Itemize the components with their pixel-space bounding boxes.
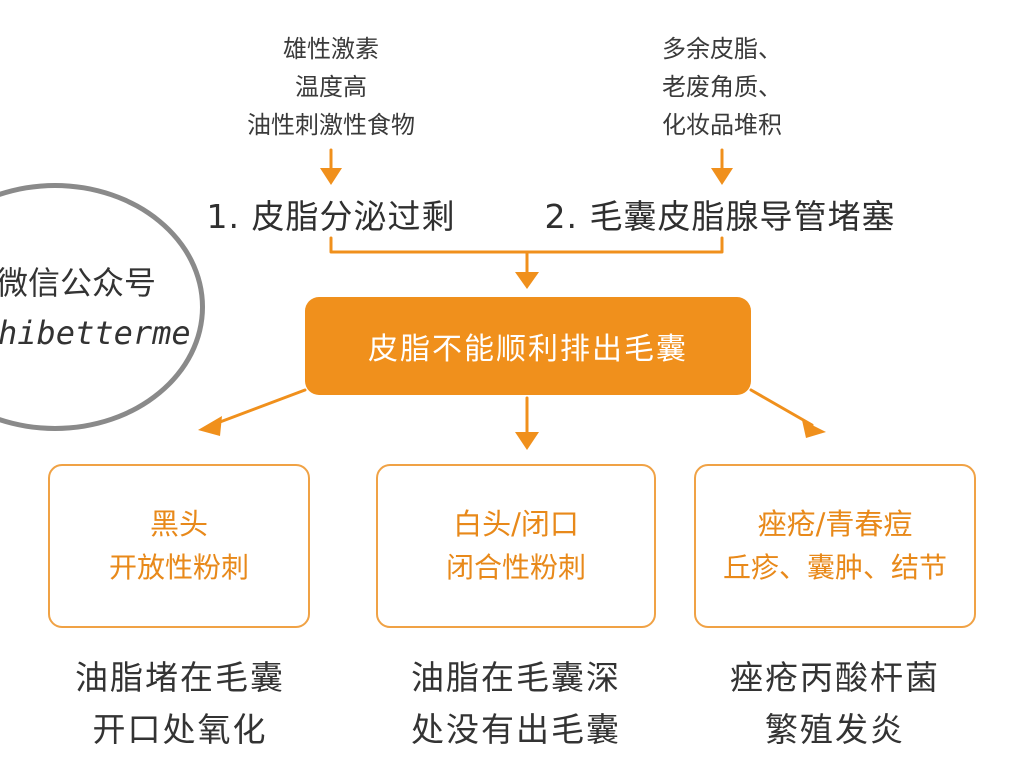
cause-bracket (329, 236, 724, 254)
arrowhead-outcome-right (802, 420, 826, 438)
outcome-desc-whitehead: 油脂在毛囊深 处没有出毛囊 (376, 652, 656, 756)
left-factor-2: 温度高 (295, 73, 367, 101)
outcome-title: 痤疮/青春痘 (757, 507, 913, 541)
right-factor-2: 老废角质、 (662, 73, 782, 101)
cause-title-right: 2. 毛囊皮脂腺导管堵塞 (544, 197, 896, 236)
desc-line: 处没有出毛囊 (411, 710, 621, 749)
arrowhead-outcome-middle (515, 432, 539, 450)
outcome-box-whitehead: 白头/闭口 闭合性粉刺 (376, 464, 656, 628)
arrowhead-left-factors (320, 168, 342, 185)
outcome-subtitle: 开放性粉刺 (108, 551, 249, 584)
outcome-title: 黑头 (149, 507, 208, 541)
arrowhead-to-central (515, 272, 539, 289)
outcome-desc-acne: 痤疮丙酸杆菌 繁殖发炎 (694, 652, 976, 756)
right-factor-1: 多余皮脂、 (662, 35, 782, 63)
arrow-to-outcome-left (210, 388, 307, 427)
desc-line: 油脂堵在毛囊 (75, 658, 285, 697)
left-factor-1: 雄性激素 (283, 35, 379, 63)
central-result-box: 皮脂不能顺利排出毛囊 (305, 297, 751, 395)
desc-line: 油脂在毛囊深 (411, 658, 621, 697)
desc-line: 开口处氧化 (92, 710, 268, 749)
outcome-box-acne: 痤疮/青春痘 丘疹、囊肿、结节 (694, 464, 976, 628)
arrow-to-outcome-right (749, 388, 814, 427)
outcome-desc-blackhead: 油脂堵在毛囊 开口处氧化 (40, 652, 320, 756)
left-factor-3: 油性刺激性食物 (247, 111, 415, 139)
outcome-box-blackhead: 黑头 开放性粉刺 (48, 464, 310, 628)
watermark-line2: hibetterme (0, 314, 191, 352)
arrowhead-outcome-left (198, 416, 222, 436)
arrowhead-right-factors (711, 168, 733, 185)
outcome-subtitle: 闭合性粉刺 (445, 551, 586, 584)
watermark-line1: 微信公众号 (0, 264, 157, 302)
outcome-subtitle: 丘疹、囊肿、结节 (722, 551, 947, 584)
central-result-label: 皮脂不能顺利排出毛囊 (368, 332, 688, 367)
desc-line: 繁殖发炎 (765, 710, 905, 749)
outcome-title: 白头/闭口 (453, 507, 579, 541)
right-factor-3: 化妆品堆积 (662, 111, 782, 139)
cause-title-left: 1. 皮脂分泌过剩 (206, 197, 456, 236)
desc-line: 痤疮丙酸杆菌 (730, 658, 940, 697)
